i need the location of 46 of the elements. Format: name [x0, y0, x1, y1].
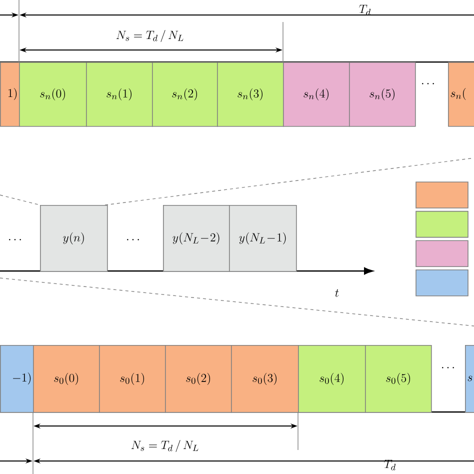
cell-label: $y(n)$	[63, 232, 84, 244]
sample-cell	[298, 345, 366, 413]
dimension-label: $\cdots$	[442, 367, 454, 368]
signal-box	[163, 205, 230, 272]
cell-label: $y(N_L\!-\!1)$	[239, 232, 286, 244]
sample-cell	[99, 345, 166, 413]
cell-label: $s_0(0)$	[54, 372, 78, 385]
cell-label: $s_0(1)$	[120, 372, 144, 385]
cell-label: $s_n(2)$	[172, 88, 198, 100]
cell-label: $s_0(2)$	[186, 372, 210, 385]
sample-cell	[19, 62, 87, 127]
cell-label: $-1)$	[13, 372, 31, 385]
signal-box	[229, 205, 297, 272]
cell-label: $s_n(0)$	[40, 88, 66, 100]
cell-label: $s_n(4)$	[304, 88, 329, 100]
dimension-label: $t$	[335, 289, 339, 297]
sample-cell	[448, 62, 474, 127]
cell-label: $s_n(3)$	[238, 88, 263, 100]
cell-label: $s_n(1)$	[106, 88, 132, 100]
sample-cell	[349, 62, 416, 127]
dimension-label: $\cdots$	[9, 239, 21, 240]
sample-cell	[86, 62, 153, 127]
cell-label: $1)$	[8, 88, 17, 100]
cell-label: $s_0(4)$	[320, 372, 344, 385]
sample-cell	[231, 345, 299, 413]
sample-cell	[217, 62, 284, 127]
dimension-label: $N_s = T_d \,/\, N_L$	[116, 30, 184, 42]
sample-cell	[165, 345, 232, 413]
cell-label: $s$	[468, 376, 472, 382]
cell-label: $s_0(3)$	[252, 372, 277, 385]
sample-cell	[152, 62, 218, 127]
dimension-label: $N_s = T_d \,/\, N_L$	[131, 440, 198, 452]
sample-cell	[465, 345, 474, 413]
dimension-label: $T_d$	[359, 4, 371, 16]
sample-cell	[0, 62, 20, 127]
sample-cell	[33, 345, 100, 413]
cell-label: $y(N_L\!-\!2)$	[172, 232, 220, 244]
dimension-label: $\cdots$	[422, 83, 434, 84]
cell-label: $s_n($	[450, 88, 466, 100]
sample-cell	[365, 345, 432, 413]
signal-box	[40, 205, 108, 272]
cell-label: $s_0(5)$	[386, 372, 410, 385]
sample-cell	[0, 345, 34, 413]
dimension-label: $\cdots$	[127, 239, 139, 240]
sample-cell	[283, 62, 350, 127]
cell-label: $s_n(5)$	[370, 88, 395, 100]
